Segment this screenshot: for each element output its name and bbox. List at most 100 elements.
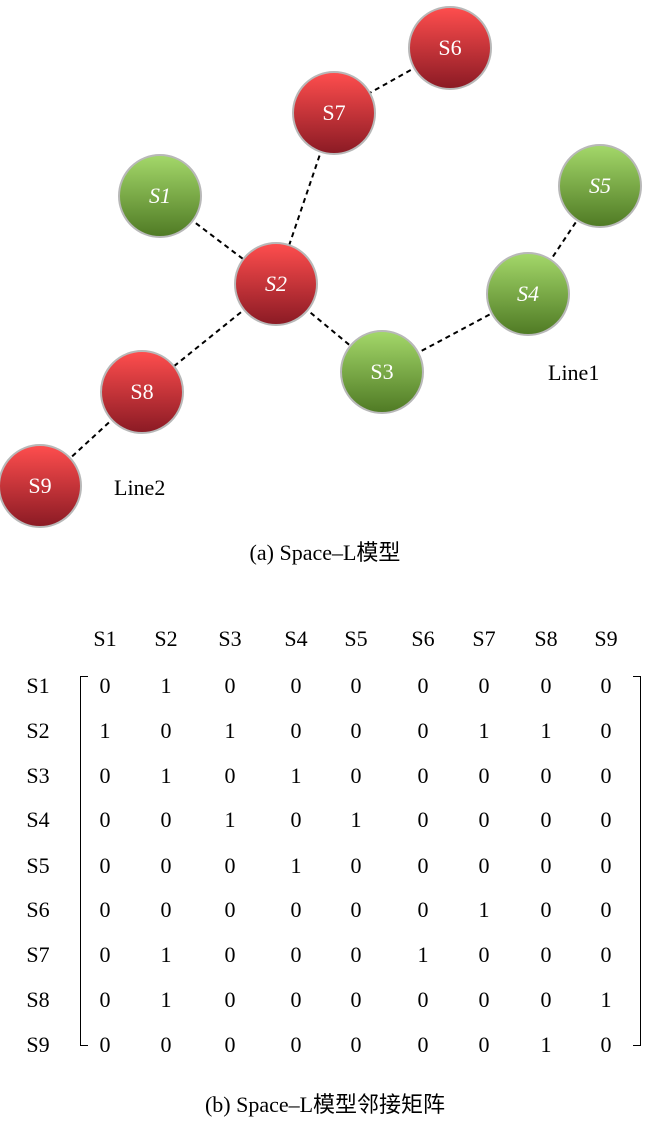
matrix-cell: 1 bbox=[160, 942, 172, 967]
matrix-cell: 0 bbox=[160, 853, 172, 878]
node-circle bbox=[486, 252, 570, 336]
matrix-cell: 0 bbox=[350, 718, 362, 743]
matrix-cell: 0 bbox=[160, 897, 172, 922]
matrix-cell: 0 bbox=[540, 673, 552, 698]
matrix-cell: 0 bbox=[99, 807, 111, 832]
matrix-cell: 1 bbox=[160, 673, 172, 698]
matrix-cell: 1 bbox=[540, 718, 552, 743]
matrix-cell: 0 bbox=[540, 942, 552, 967]
caption-b: (b) Space–L模型邻接矩阵 bbox=[204, 1092, 446, 1117]
node-label: S8 bbox=[130, 379, 153, 404]
node-circle bbox=[118, 154, 202, 238]
matrix-cell: 0 bbox=[417, 673, 429, 698]
matrix-col-header-s9: S9 bbox=[594, 626, 618, 651]
matrix-cell: 0 bbox=[290, 987, 302, 1012]
matrix-cell: 0 bbox=[350, 897, 362, 922]
matrix-row-header-s6: S6 bbox=[26, 897, 50, 922]
matrix-cell: 0 bbox=[478, 942, 490, 967]
node-s6: S6 bbox=[408, 6, 492, 90]
matrix-cell: 0 bbox=[417, 853, 429, 878]
matrix-cell: 0 bbox=[99, 763, 111, 788]
matrix-cell: 0 bbox=[290, 807, 302, 832]
matrix-cell: 0 bbox=[99, 897, 111, 922]
matrix-cell: 0 bbox=[224, 942, 236, 967]
matrix-cell: 0 bbox=[99, 987, 111, 1012]
matrix-cell: 0 bbox=[290, 673, 302, 698]
matrix-cell: 0 bbox=[290, 718, 302, 743]
matrix-cell: 0 bbox=[224, 673, 236, 698]
matrix-cell: 0 bbox=[478, 763, 490, 788]
matrix-bracket-right bbox=[633, 676, 641, 1046]
matrix-cell: 0 bbox=[290, 942, 302, 967]
matrix-bracket-left bbox=[80, 676, 88, 1046]
matrix-col-header-s3: S3 bbox=[218, 626, 242, 651]
node-label: S9 bbox=[28, 473, 51, 498]
matrix-cell: 0 bbox=[600, 673, 612, 698]
matrix-cell: 0 bbox=[224, 897, 236, 922]
node-label: S1 bbox=[149, 183, 171, 208]
matrix-cell: 0 bbox=[600, 718, 612, 743]
matrix-cell: 1 bbox=[160, 987, 172, 1012]
matrix-cell: 0 bbox=[350, 853, 362, 878]
matrix-cell: 0 bbox=[99, 673, 111, 698]
node-circle bbox=[340, 330, 424, 414]
matrix-cell: 1 bbox=[290, 763, 302, 788]
matrix-cell: 0 bbox=[417, 1032, 429, 1057]
matrix-cell: 0 bbox=[478, 673, 490, 698]
node-s9: S9 bbox=[0, 444, 82, 528]
matrix-cell: 0 bbox=[417, 897, 429, 922]
matrix-row-header-s4: S4 bbox=[26, 807, 50, 832]
matrix-cell: 1 bbox=[417, 942, 429, 967]
node-circle bbox=[100, 350, 184, 434]
matrix-cell: 0 bbox=[224, 1032, 236, 1057]
matrix-col-header-s6: S6 bbox=[411, 626, 435, 651]
matrix-cell: 1 bbox=[160, 763, 172, 788]
matrix-row-header-s5: S5 bbox=[26, 853, 50, 878]
matrix-cell: 0 bbox=[600, 807, 612, 832]
matrix-col-header-s1: S1 bbox=[93, 626, 117, 651]
node-label: S2 bbox=[265, 271, 287, 296]
matrix-cell: 0 bbox=[600, 942, 612, 967]
matrix-cell: 0 bbox=[290, 1032, 302, 1057]
node-circle bbox=[0, 444, 82, 528]
node-s7: S7 bbox=[292, 71, 376, 155]
node-circle bbox=[292, 71, 376, 155]
node-label: S3 bbox=[370, 359, 393, 384]
matrix-cell: 1 bbox=[600, 987, 612, 1012]
matrix-cell: 0 bbox=[600, 853, 612, 878]
matrix-cell: 0 bbox=[540, 897, 552, 922]
node-s2: S2 bbox=[234, 242, 318, 326]
matrix-col-header-s5: S5 bbox=[344, 626, 368, 651]
line1-label: Line1 bbox=[548, 360, 599, 385]
matrix-cell: 0 bbox=[224, 987, 236, 1012]
matrix-cell: 0 bbox=[478, 853, 490, 878]
matrix-cell: 0 bbox=[224, 853, 236, 878]
matrix-cell: 1 bbox=[540, 1032, 552, 1057]
matrix-cell: 0 bbox=[417, 763, 429, 788]
matrix-cell: 1 bbox=[478, 718, 490, 743]
matrix-row-header-s2: S2 bbox=[26, 718, 50, 743]
caption-a: (a) Space–L模型 bbox=[249, 540, 401, 565]
matrix-col-header-s4: S4 bbox=[284, 626, 308, 651]
matrix-cell: 1 bbox=[224, 807, 236, 832]
matrix-cell: 0 bbox=[160, 807, 172, 832]
matrix-col-header-s8: S8 bbox=[534, 626, 558, 651]
matrix-cell: 0 bbox=[350, 763, 362, 788]
node-s8: S8 bbox=[100, 350, 184, 434]
node-circle bbox=[558, 144, 642, 228]
matrix-cell: 0 bbox=[99, 853, 111, 878]
matrix-row-header-s1: S1 bbox=[26, 673, 50, 698]
matrix-cell: 0 bbox=[350, 942, 362, 967]
matrix-cell: 0 bbox=[99, 942, 111, 967]
line2-label: Line2 bbox=[114, 475, 165, 500]
matrix-cell: 0 bbox=[224, 763, 236, 788]
matrix-cell: 0 bbox=[540, 763, 552, 788]
matrix-cell: 0 bbox=[478, 987, 490, 1012]
matrix-cell: 0 bbox=[160, 1032, 172, 1057]
matrix-cell: 0 bbox=[160, 718, 172, 743]
matrix-cell: 0 bbox=[600, 763, 612, 788]
matrix-cell: 1 bbox=[290, 853, 302, 878]
